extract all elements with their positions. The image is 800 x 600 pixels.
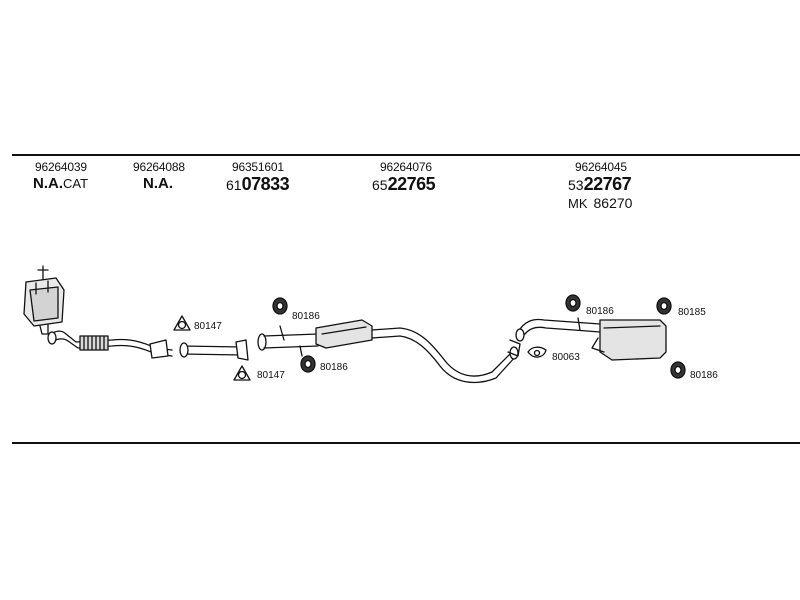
part-code-4: 6522765 bbox=[372, 174, 436, 195]
part-code-3-prefix: 61 bbox=[226, 177, 242, 193]
bottom-divider-line bbox=[12, 442, 800, 444]
clamp-tag-1: 80147 bbox=[194, 321, 222, 332]
top-divider-line bbox=[12, 154, 800, 156]
part-label-1-sub: CAT bbox=[63, 176, 89, 191]
gasket-tag: 80063 bbox=[552, 352, 580, 363]
hanger-tag-5: 80186 bbox=[690, 370, 718, 381]
part-label-2-main: N.A. bbox=[143, 175, 173, 192]
part-label-1-main: N.A. bbox=[33, 175, 63, 192]
part-code-4-prefix: 65 bbox=[372, 177, 388, 193]
catalytic-converter bbox=[23, 265, 65, 335]
part-code-5-number: 22767 bbox=[583, 174, 632, 194]
gasket bbox=[527, 346, 547, 358]
oem-number-4: 96264076 bbox=[380, 160, 432, 174]
part-code-3-number: 07833 bbox=[241, 174, 290, 194]
mk-label: MK bbox=[568, 196, 588, 211]
hanger-tag-1: 80186 bbox=[292, 311, 320, 322]
clamp-tag-2: 80147 bbox=[257, 370, 285, 381]
hanger-4 bbox=[656, 297, 672, 315]
oem-number-2: 96264088 bbox=[133, 160, 185, 174]
front-muffler-pipe bbox=[257, 319, 521, 384]
hanger-5 bbox=[670, 361, 686, 379]
oem-number-1: 96264039 bbox=[35, 160, 87, 174]
part-code-3: 6107833 bbox=[226, 174, 290, 195]
part-code-5-prefix: 53 bbox=[568, 177, 584, 193]
part-code-5: 5322767 bbox=[568, 174, 632, 195]
part-label-2: N.A. bbox=[143, 175, 173, 193]
oem-number-3: 96351601 bbox=[232, 160, 284, 174]
front-pipe bbox=[47, 330, 173, 359]
hanger-2 bbox=[300, 355, 316, 373]
oem-number-5: 96264045 bbox=[575, 160, 627, 174]
hanger-tag-2: 80186 bbox=[320, 362, 348, 373]
hanger-1 bbox=[272, 297, 288, 315]
part-code-4-number: 22765 bbox=[387, 174, 436, 194]
hanger-tag-3: 80186 bbox=[586, 306, 614, 317]
mk-number: 86270 bbox=[593, 195, 633, 211]
hanger-tag-4: 80185 bbox=[678, 307, 706, 318]
rear-muffler bbox=[515, 317, 667, 361]
mk-reference: MK 86270 bbox=[568, 195, 632, 211]
intermediate-pipe-1 bbox=[179, 339, 249, 361]
clamp-1 bbox=[173, 315, 191, 331]
hanger-3 bbox=[565, 294, 581, 312]
part-label-1: N.A.CAT bbox=[33, 175, 88, 193]
clamp-2 bbox=[233, 365, 251, 381]
